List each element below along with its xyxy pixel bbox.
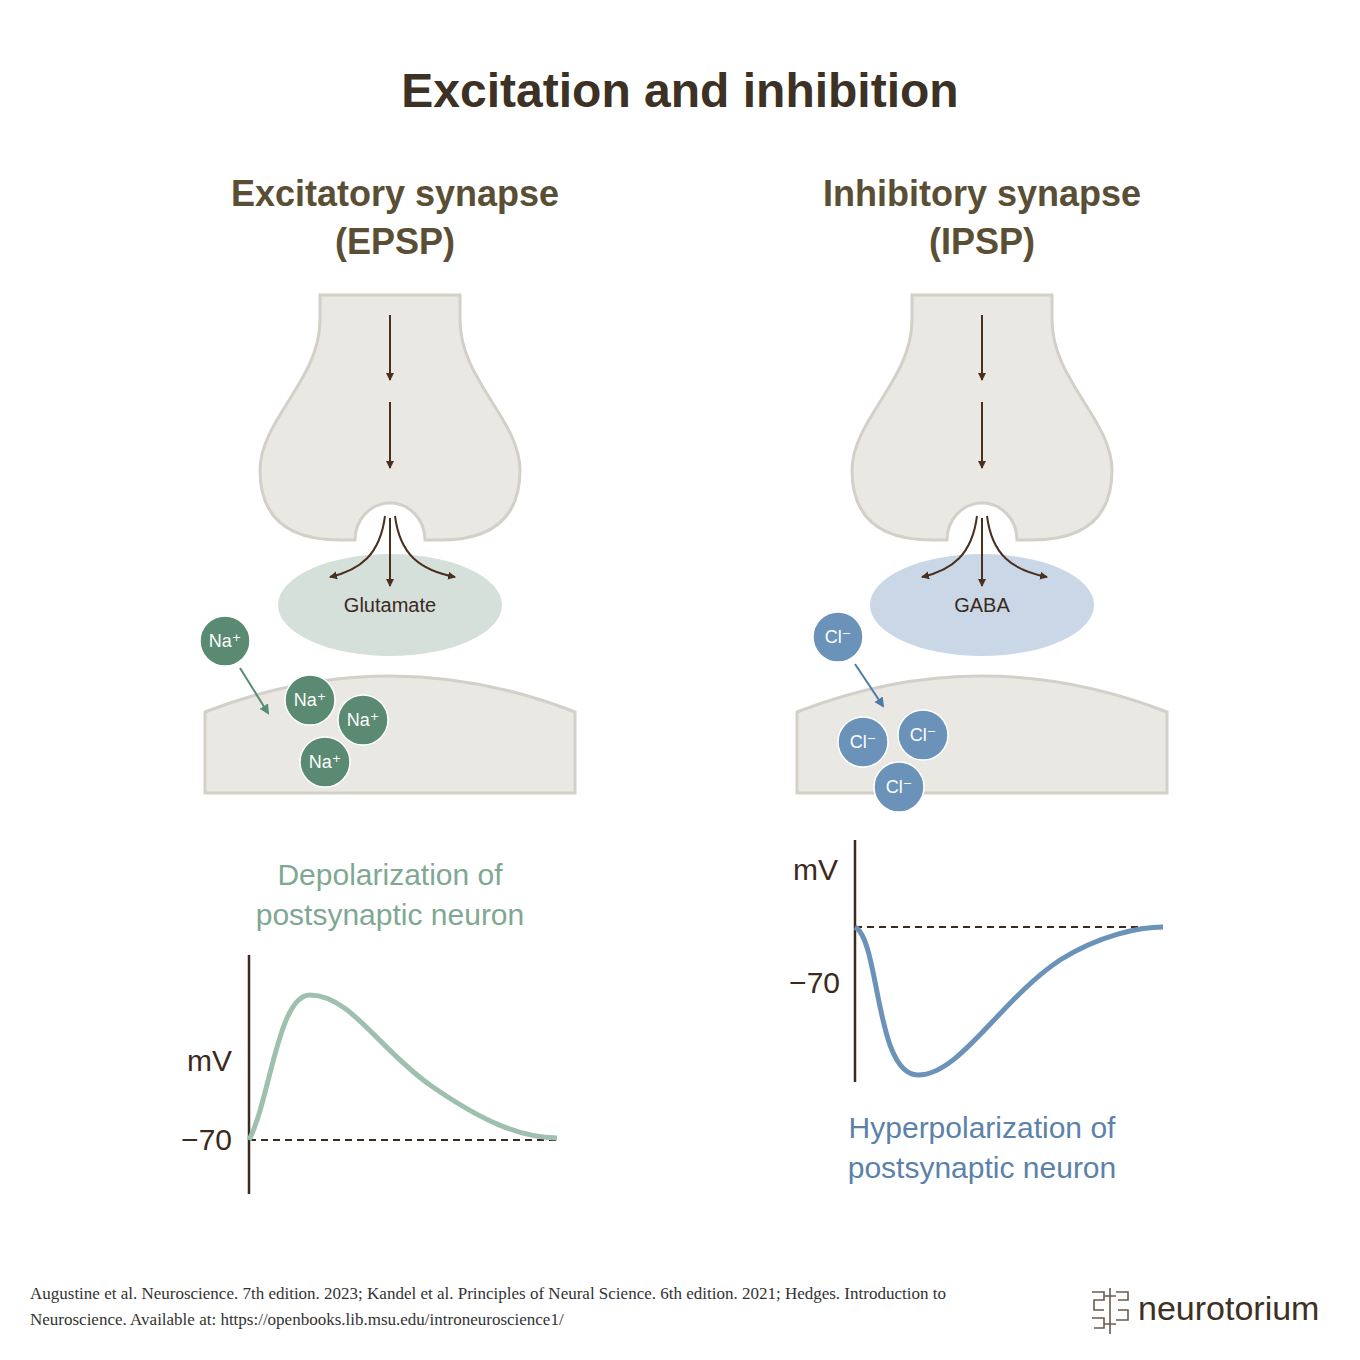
circle [898,710,948,760]
graph-caption: Hyperpolarization of postsynaptic neuron [817,1108,1147,1188]
panel-heading: Excitatory synapse (EPSP) [185,170,605,266]
neurotransmitter-cloud: GABA [869,553,1095,657]
node-text: Glutamate [344,594,436,617]
sodium-ion: Na⁺ [284,674,336,726]
axis-label: mV [758,852,838,888]
ion-flow-arrow [240,668,268,713]
presynaptic-terminal [260,295,520,540]
node-text: GABA [954,594,1010,617]
chloride-ion: Cl⁻ [873,761,925,813]
circle [300,737,350,787]
node-text: Na⁺ [347,709,380,731]
circle [285,675,335,725]
axis-value: −70 [152,1122,232,1158]
title: Excitation and inhibition [80,62,1280,120]
node-text: Cl⁻ [910,724,937,746]
node-text: Cl⁻ [825,626,852,648]
axis-value: −70 [760,965,840,1001]
postsynaptic-membrane [205,676,575,793]
axis-label: mV [152,1043,232,1079]
chloride-ion: Cl⁻ [897,709,949,761]
node-text: Cl⁻ [886,776,913,798]
ellipse [870,554,1094,656]
ipsp-graph [855,840,1164,1082]
circle [338,695,388,745]
chloride-ion: Cl⁻ [812,611,864,663]
graph-caption: Depolarization of postsynaptic neuron [225,855,555,935]
neurotransmitter-cloud: Glutamate [277,553,503,657]
logo-icon [1092,1288,1128,1334]
circle [200,616,250,666]
circle [813,612,863,662]
node-text: Cl⁻ [850,731,877,753]
circle [874,762,924,812]
watermark: neurotorium [1138,1288,1358,1329]
node-text: Na⁺ [294,689,327,711]
chloride-ion: Cl⁻ [837,716,889,768]
ion-flow-arrow [855,664,883,706]
release-arrows [330,516,1047,586]
epsp-graph [249,955,558,1194]
reference-caption: Augustine et al. Neuroscience. 7th editi… [30,1281,965,1334]
node-text: Na⁺ [209,630,242,652]
postsynaptic-membrane [797,676,1167,793]
circle [838,717,888,767]
panel-heading: Inhibitory synapse (IPSP) [772,170,1192,266]
sodium-ion: Na⁺ [337,694,389,746]
sodium-ion: Na⁺ [299,736,351,788]
sodium-ion: Na⁺ [199,615,251,667]
presynaptic-terminal [852,295,1112,540]
ellipse [278,554,502,656]
node-text: Na⁺ [309,751,342,773]
